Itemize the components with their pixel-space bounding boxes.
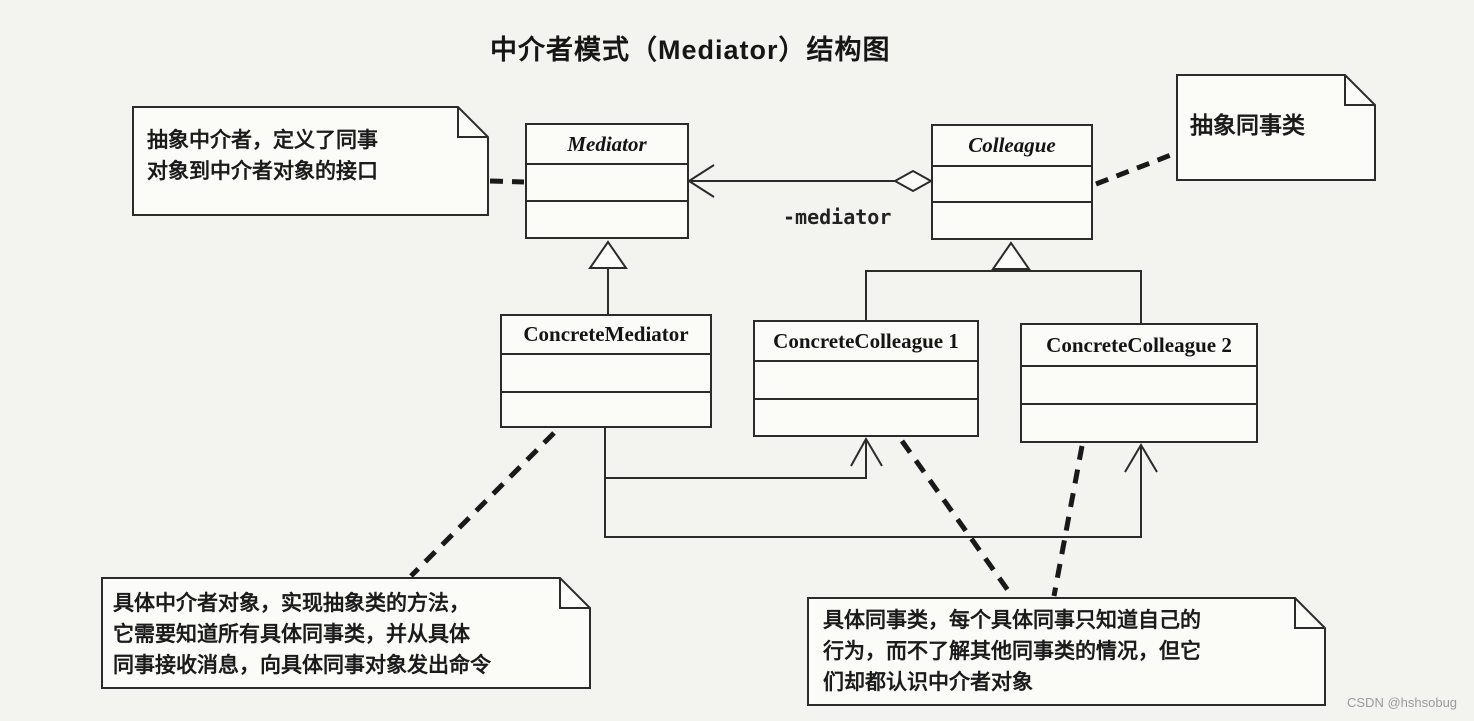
note-fold-icon bbox=[559, 578, 590, 609]
open-arrowhead-icon bbox=[1124, 443, 1158, 473]
class-attributes-compartment bbox=[1022, 367, 1256, 405]
class-operations-compartment bbox=[1022, 405, 1256, 441]
note-shape-abstract-colleague bbox=[1176, 74, 1376, 181]
class-name-concrete-mediator: ConcreteMediator bbox=[502, 316, 710, 355]
note-line: 它需要知道所有具体同事类，并从具体 bbox=[113, 623, 470, 646]
note-line: 抽象同事类 bbox=[1190, 112, 1305, 138]
note-line: 同事接收消息，向具体同事对象发出命令 bbox=[113, 654, 491, 677]
note-text-concrete-colleague: 具体同事类，每个具体同事只知道自己的 行为，而不了解其他同事类的情况，但它 们却… bbox=[823, 605, 1201, 698]
note-shape-concrete-mediator bbox=[101, 577, 591, 689]
note-anchor-dashed-mediator bbox=[489, 178, 525, 185]
note-anchor-dashed-concretecolleague1 bbox=[899, 439, 1015, 598]
aggregation-diamond-icon bbox=[892, 169, 934, 193]
page-title: 中介者模式（Mediator）结构图 bbox=[490, 35, 891, 65]
association-label-mediator: -mediator bbox=[783, 205, 892, 229]
note-line: 具体中介者对象，实现抽象类的方法， bbox=[113, 592, 470, 615]
generalization-line-concretecolleague2 bbox=[1011, 270, 1142, 323]
note-anchor-dashed-concretecolleague2 bbox=[1051, 445, 1085, 597]
note-fold-icon bbox=[457, 107, 488, 138]
class-box-mediator: Mediator bbox=[525, 123, 689, 239]
class-box-concrete-mediator: ConcreteMediator bbox=[500, 314, 712, 428]
class-attributes-compartment bbox=[933, 167, 1091, 203]
note-shape-concrete-colleague bbox=[807, 597, 1326, 706]
class-operations-compartment bbox=[527, 202, 687, 237]
note-text-abstract-mediator: 抽象中介者，定义了同事 对象到中介者对象的接口 bbox=[147, 125, 378, 187]
note-line: 对象到中介者对象的接口 bbox=[147, 160, 378, 183]
open-arrowhead-icon bbox=[850, 436, 883, 467]
generalization-triangle-icon bbox=[588, 240, 628, 269]
generalization-triangle-icon bbox=[991, 241, 1031, 270]
watermark: CSDN @hshsobug bbox=[1347, 695, 1458, 710]
note-text-concrete-mediator: 具体中介者对象，实现抽象类的方法， 它需要知道所有具体同事类，并从具体 同事接收… bbox=[113, 588, 491, 681]
class-operations-compartment bbox=[933, 203, 1091, 238]
note-fold-icon bbox=[1294, 598, 1325, 629]
note-shape-abstract-mediator bbox=[132, 106, 489, 216]
class-box-colleague: Colleague bbox=[931, 124, 1093, 240]
class-attributes-compartment bbox=[502, 355, 710, 393]
class-name-colleague: Colleague bbox=[933, 126, 1091, 167]
note-line: 行为，而不了解其他同事类的情况，但它 bbox=[823, 640, 1201, 663]
open-arrowhead-icon bbox=[687, 164, 715, 198]
association-line-mediator-colleague2 bbox=[604, 447, 1142, 538]
generalization-line-concretecolleague1 bbox=[865, 269, 1012, 320]
note-anchor-dashed-colleague bbox=[1095, 150, 1177, 187]
class-name-mediator: Mediator bbox=[527, 125, 687, 165]
class-box-concrete-colleague-1: ConcreteColleague 1 bbox=[753, 320, 979, 437]
class-name-concrete-colleague-2: ConcreteColleague 2 bbox=[1022, 325, 1256, 367]
class-operations-compartment bbox=[755, 400, 977, 435]
note-line: 抽象中介者，定义了同事 bbox=[147, 129, 378, 152]
class-attributes-compartment bbox=[527, 165, 687, 202]
note-line: 们却都认识中介者对象 bbox=[823, 671, 1033, 694]
class-operations-compartment bbox=[502, 393, 710, 426]
class-attributes-compartment bbox=[755, 362, 977, 400]
class-name-concrete-colleague-1: ConcreteColleague 1 bbox=[755, 322, 977, 362]
class-box-concrete-colleague-2: ConcreteColleague 2 bbox=[1020, 323, 1258, 443]
note-line: 具体同事类，每个具体同事只知道自己的 bbox=[823, 609, 1201, 632]
note-fold-icon bbox=[1344, 75, 1375, 106]
note-text-abstract-colleague: 抽象同事类 bbox=[1190, 110, 1305, 141]
note-anchor-dashed-concretemediator bbox=[409, 431, 556, 578]
association-line-mediator-colleague1 bbox=[604, 428, 867, 479]
